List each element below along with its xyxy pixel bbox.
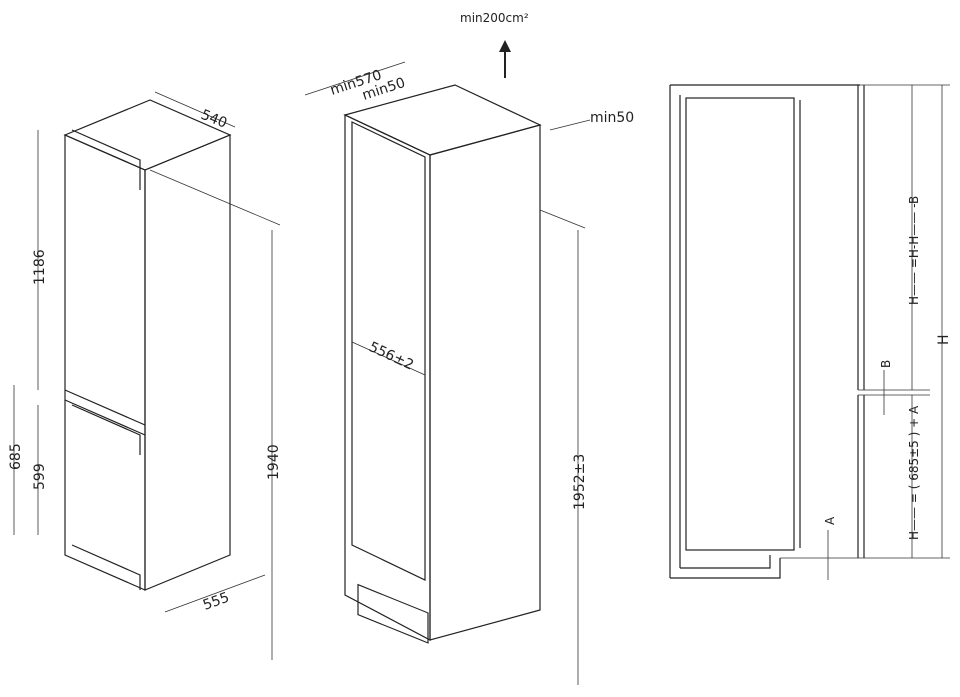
dim-lower-total: 685 bbox=[8, 443, 24, 470]
dim-inner-height: 1952±3 bbox=[572, 454, 588, 510]
dim-lower-formula: H—— = ( 685±5 ) + A bbox=[907, 405, 921, 540]
appliance-drawing bbox=[63, 99, 232, 591]
dim-upper-formula: H—— =H-H—— -B bbox=[907, 196, 921, 305]
dim-total-height: 1940 bbox=[266, 444, 282, 480]
vent-area-label: min200cm² bbox=[460, 11, 529, 25]
side-view-dimensions: H H—— =H-H—— -B B H—— = ( 685±5 ) + A A bbox=[823, 85, 952, 580]
dim-inner-width: 556±2 bbox=[366, 339, 416, 374]
arrow-head-icon bbox=[499, 40, 511, 52]
side-view-drawing bbox=[669, 84, 950, 579]
dim-min-top-gap: min50 bbox=[590, 110, 634, 126]
dim-upper-height: 1186 bbox=[32, 249, 48, 285]
dim-depth: 555 bbox=[201, 590, 232, 614]
dim-gap-B: B bbox=[879, 360, 893, 368]
dim-H: H bbox=[936, 334, 952, 345]
cabinet-drawing bbox=[343, 84, 542, 644]
dim-lower-height: 599 bbox=[32, 463, 48, 490]
dim-bottom-A: A bbox=[823, 516, 837, 525]
